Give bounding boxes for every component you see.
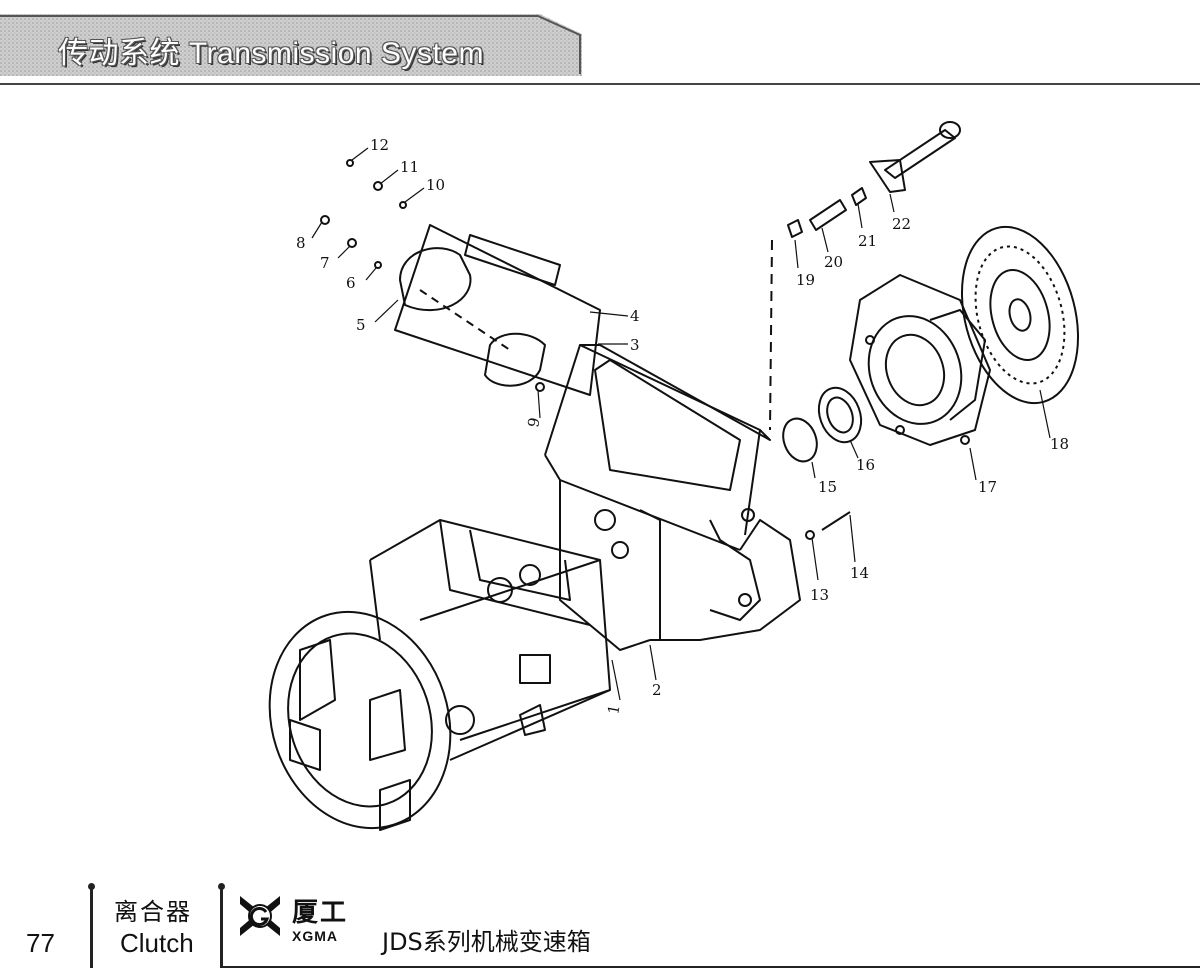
callout-2: 2: [652, 681, 662, 699]
page-number: 77: [26, 928, 55, 958]
callout-8: 8: [296, 234, 306, 252]
callout-18: 18: [1050, 435, 1069, 453]
callout-14: 14: [850, 564, 869, 582]
callout-19: 19: [796, 271, 815, 289]
leader-lines: [311, 147, 1051, 701]
callout-22: 22: [892, 215, 911, 233]
callout-21: 21: [858, 232, 877, 250]
footer-divider: [88, 883, 95, 968]
fasteners: [320, 159, 851, 540]
footer-rule: [222, 966, 1200, 968]
banner-background: [0, 14, 582, 76]
callout-5: 5: [356, 316, 366, 334]
callout-7: 7: [320, 254, 330, 272]
product-name: JDS系列机械变速箱: [382, 928, 591, 956]
callout-1: 1: [604, 703, 623, 716]
callout-11: 11: [400, 158, 419, 176]
gasket-and-cover: [394, 224, 601, 396]
callout-16: 16: [856, 456, 875, 474]
section-title-cn: 离合器: [114, 898, 192, 926]
header-banner: [0, 14, 582, 76]
callout-9: 9: [524, 416, 543, 429]
clutch-housing: [544, 344, 801, 651]
callout-10: 10: [426, 176, 445, 194]
clutch-disc: [960, 225, 1080, 405]
section-title-en: Clutch: [120, 928, 194, 958]
callout-20: 20: [824, 253, 843, 271]
callout-13: 13: [810, 586, 829, 604]
callout-3: 3: [630, 336, 640, 354]
page-title: 传动系统 Transmission System: [58, 37, 484, 70]
release-bearing: [782, 386, 863, 463]
callout-15: 15: [818, 478, 837, 496]
pressure-plate: [849, 274, 991, 446]
callout-17: 17: [978, 478, 997, 496]
callout-4: 4: [630, 307, 640, 325]
xgma-logo-icon: [240, 896, 280, 936]
callout-12: 12: [370, 136, 389, 154]
footer-divider: [218, 883, 225, 968]
callout-labels: 1 2 3 4 5 6 7 8 9 10 11 12 13 14 15 16 1…: [296, 136, 1069, 716]
release-linkage: [769, 121, 961, 431]
callout-6: 6: [346, 274, 356, 292]
brand-name-cn: 厦工: [292, 898, 349, 928]
clutch-exploded-diagram: 1 2 3 4 5 6 7 8 9 10 11 12 13 14 15 16 1…: [268, 121, 1080, 831]
transmission-housing: [268, 519, 611, 831]
page-footer: 77 离合器 Clutch 厦工 XGMA JDS系列机械变速箱: [0, 880, 1200, 974]
brand-name-en: XGMA: [292, 928, 338, 944]
header-divider: [0, 83, 1200, 85]
